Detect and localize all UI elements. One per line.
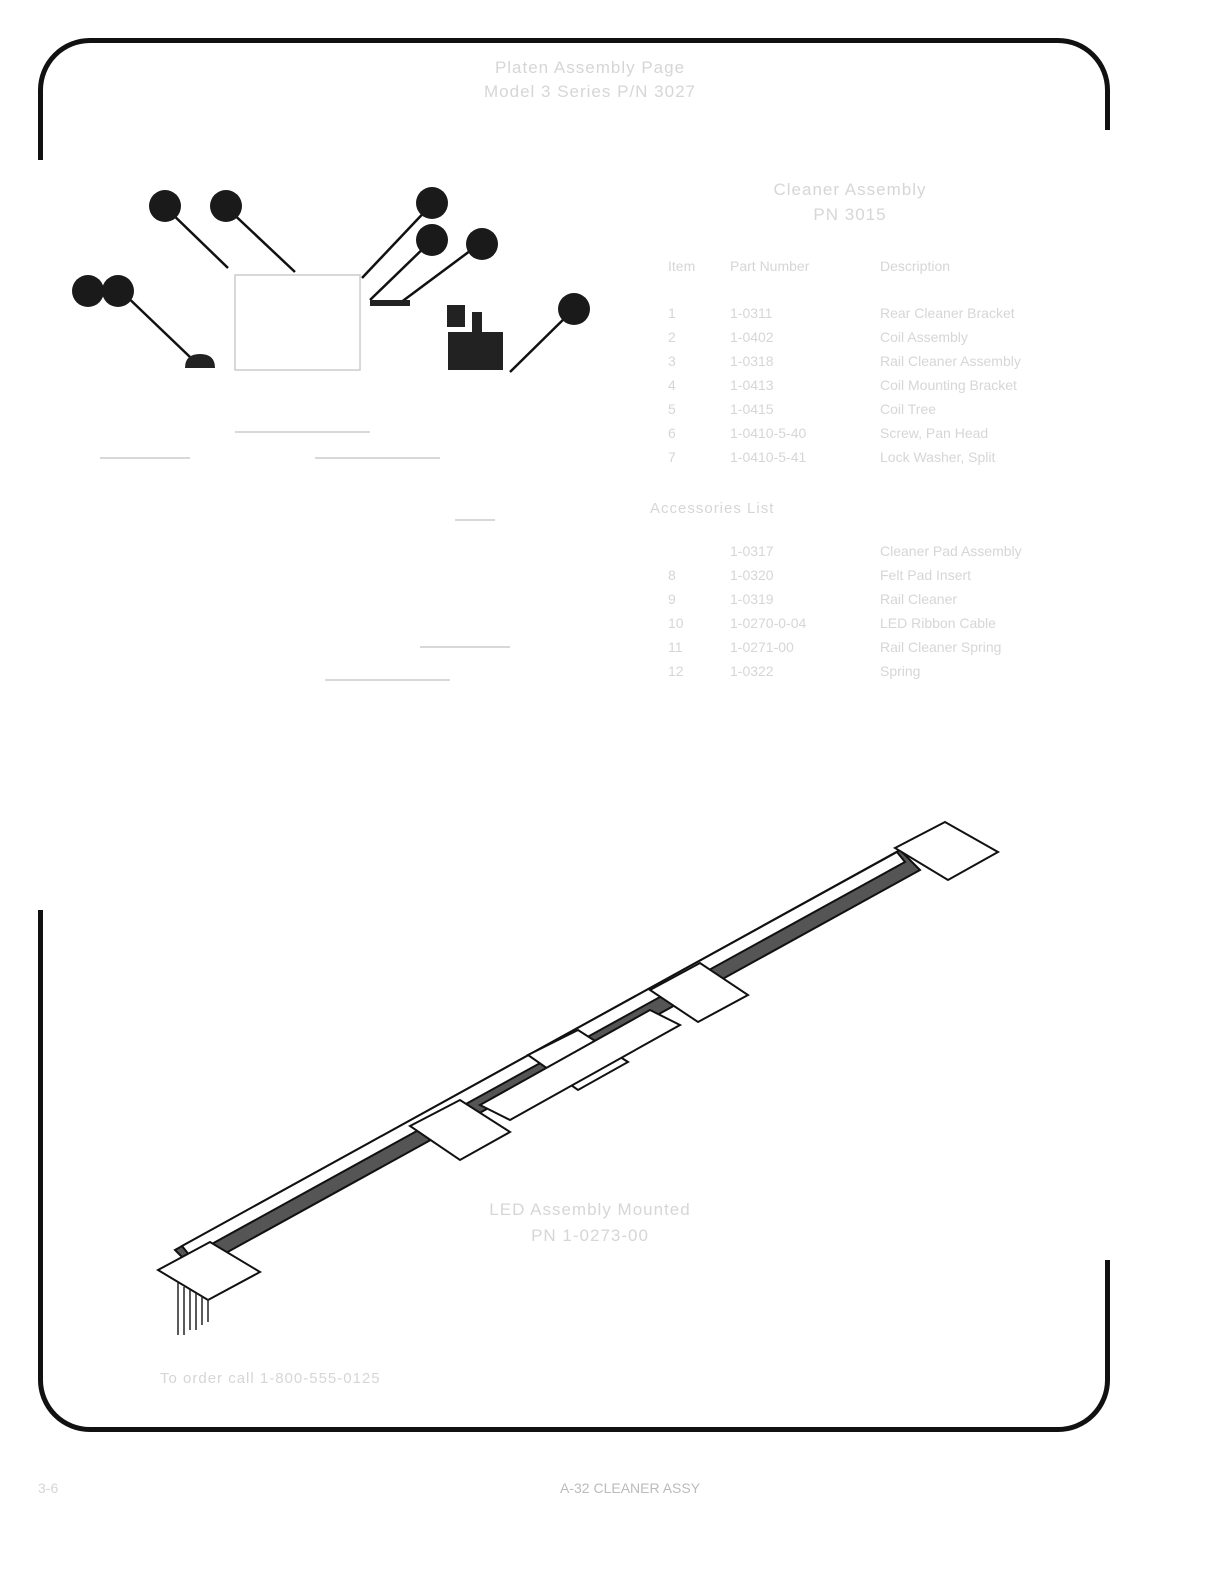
parts-row: 8 1-0320 Felt Pad Insert	[660, 567, 1080, 589]
parts-table-header: Item Part Number Description	[660, 258, 1080, 280]
header-line-1: Platen Assembly Page	[494, 58, 686, 77]
callout-8	[558, 293, 590, 325]
item-number: 7	[668, 449, 676, 465]
parts-row: 7 1-0410-5-41 Lock Washer, Split	[660, 449, 1080, 471]
part-number: 1-0410-5-41	[730, 449, 807, 465]
parts-row: 1 1-0311 Rear Cleaner Bracket	[660, 305, 1080, 327]
item-number: 1	[668, 305, 676, 321]
part-number: 1-0317	[730, 543, 774, 559]
item-number: 3	[668, 353, 676, 369]
callout-3	[416, 187, 448, 219]
description: Rail Cleaner Spring	[880, 639, 1002, 655]
parts-row: 6 1-0410-5-40 Screw, Pan Head	[660, 425, 1080, 447]
item-number: 4	[668, 377, 676, 393]
description: Rail Cleaner Assembly	[880, 353, 1021, 369]
column-item: Item	[668, 258, 696, 274]
parts-row: 9 1-0319 Rail Cleaner	[660, 591, 1080, 613]
description: Lock Washer, Split	[880, 449, 996, 465]
description: Cleaner Pad Assembly	[880, 543, 1022, 559]
header-line-2: Model 3 Series P/N 3027	[484, 82, 696, 101]
column-description: Description	[880, 258, 951, 274]
part-number: 1-0319	[730, 591, 774, 607]
callout-5	[466, 228, 498, 260]
description: Rail Cleaner	[880, 591, 958, 607]
part-number: 1-0270-0-04	[730, 615, 807, 631]
callout-1	[149, 190, 181, 222]
parts-row: 2 1-0402 Coil Assembly	[660, 329, 1080, 351]
parts-row: 10 1-0270-0-04 LED Ribbon Cable	[660, 615, 1080, 637]
item-number: 9	[668, 591, 676, 607]
description: LED Ribbon Cable	[880, 615, 996, 631]
description: Coil Mounting Bracket	[880, 377, 1017, 393]
item-number: 6	[668, 425, 676, 441]
footer-code: A-32 CLEANER ASSY	[560, 1480, 701, 1496]
callout-2	[210, 190, 242, 222]
accessories-title: Accessories List	[650, 500, 775, 517]
assembly-part-number: PN 3015	[813, 205, 887, 224]
parts-row: 4 1-0413 Coil Mounting Bracket	[660, 377, 1080, 399]
callout-6	[72, 275, 104, 307]
item-number: 5	[668, 401, 676, 417]
description: Coil Tree	[880, 401, 937, 417]
description: Coil Assembly	[880, 329, 968, 345]
parts-row: 1-0317 Cleaner Pad Assembly	[660, 543, 1080, 565]
parts-row: 3 1-0318 Rail Cleaner Assembly	[660, 353, 1080, 375]
part-number: 1-0311	[730, 305, 773, 321]
item-number: 10	[668, 615, 684, 631]
scan-gap	[1100, 130, 1120, 1260]
item-number: 8	[668, 567, 676, 583]
item-number: 12	[668, 663, 684, 679]
led-ribbon-assembly	[155, 820, 1001, 1302]
callout-4	[416, 224, 448, 256]
led-part-number: PN 1-0273-00	[531, 1226, 649, 1245]
parts-row: 12 1-0322 Spring	[660, 663, 1080, 685]
part-number: 1-0415	[730, 401, 774, 417]
item-number: 2	[668, 329, 676, 345]
item-number: 11	[668, 639, 683, 655]
description: Spring	[880, 663, 921, 679]
part-number: 1-0320	[730, 567, 774, 583]
part-number: 1-0322	[730, 663, 774, 679]
description: Screw, Pan Head	[880, 425, 989, 441]
column-part-number: Part Number	[730, 258, 810, 274]
part-number: 1-0413	[730, 377, 774, 393]
description: Felt Pad Insert	[880, 567, 972, 583]
led-caption: LED Assembly Mounted	[489, 1200, 691, 1219]
part-number: 1-0318	[730, 353, 774, 369]
part-number: 1-0271-00	[730, 639, 794, 655]
parts-row: 11 1-0271-00 Rail Cleaner Spring	[660, 639, 1080, 661]
order-note: To order call 1-800-555-0125	[160, 1370, 381, 1387]
callout-7	[102, 275, 134, 307]
assembly-title: Cleaner Assembly	[773, 180, 927, 199]
part-number: 1-0402	[730, 329, 774, 345]
part-number: 1-0410-5-40	[730, 425, 807, 441]
footer-page: 3-6	[38, 1480, 59, 1496]
callout-circles	[72, 187, 590, 325]
scan-gap	[30, 160, 50, 910]
parts-row: 5 1-0415 Coil Tree	[660, 401, 1080, 423]
description: Rear Cleaner Bracket	[880, 305, 1015, 321]
washer-part	[185, 354, 215, 368]
